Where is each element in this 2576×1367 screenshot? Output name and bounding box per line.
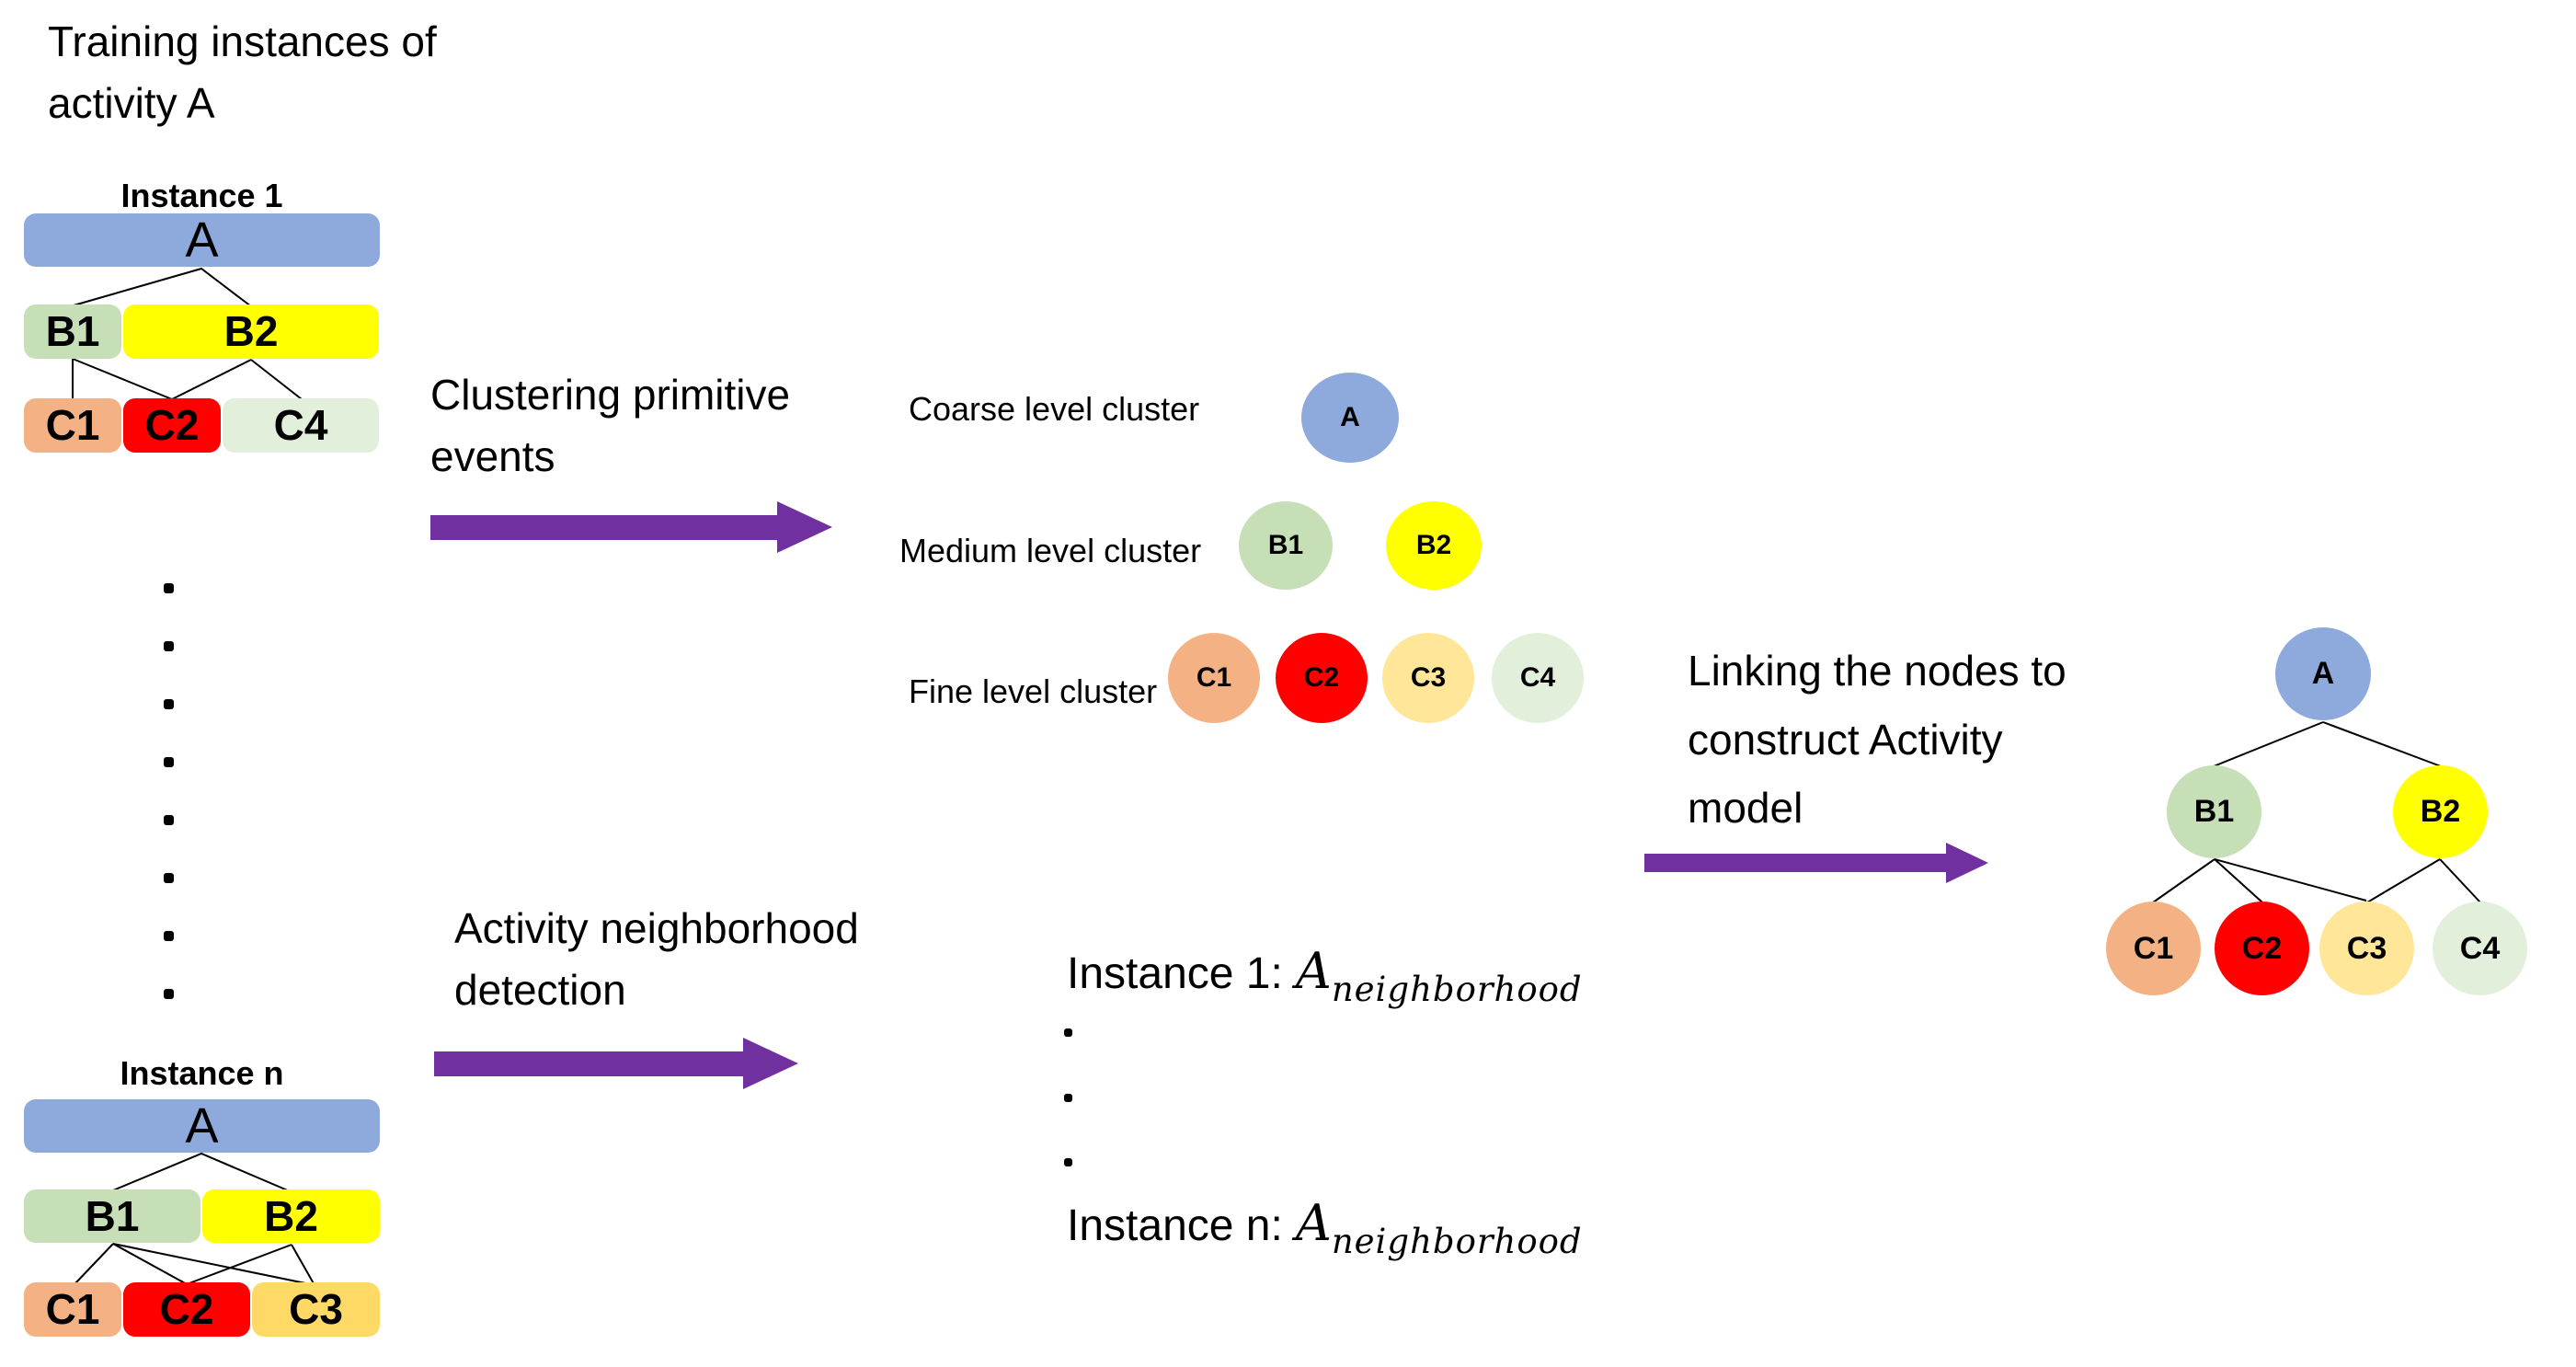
model-node-c1: C1 [2106, 902, 2201, 995]
instances-ellipsis-dots [164, 583, 175, 999]
instance-n-bar-c3: C3 [252, 1282, 380, 1337]
neighborhood-arrow-head-icon [743, 1038, 798, 1089]
instance-n-bar-c1: C1 [24, 1282, 121, 1337]
instance-n-title: Instance n [120, 1054, 284, 1092]
model-node-c3: C3 [2319, 902, 2414, 995]
linking-step-label: Linking the nodes to construct Activity … [1688, 647, 2067, 833]
instance-n-bar-b2: B2 [202, 1189, 380, 1243]
instance-n-bar-c2: C2 [123, 1282, 250, 1337]
neighborhood-math: Aneighborhood [1295, 942, 1583, 1009]
linking-arrow-head-icon [1946, 843, 1988, 883]
neighborhood-ellipsis-dots [1064, 1028, 1073, 1166]
cluster-node-a: A [1301, 373, 1399, 463]
coarse-cluster-label: Coarse level cluster [909, 390, 1200, 428]
cluster-node-c2: C2 [1276, 633, 1368, 723]
neighborhood-instance-n-line: Instance n:Aneighborhood [1067, 1194, 1583, 1261]
cluster-node-c3: C3 [1382, 633, 1474, 723]
linking-arrow [1644, 854, 1946, 872]
model-node-b1: B1 [2167, 765, 2261, 858]
clustering-step-label: Clustering primitive events [430, 371, 791, 480]
medium-cluster-label: Medium level cluster [899, 532, 1202, 569]
instance-n-bar-a: A [24, 1099, 380, 1153]
neighborhood-instance1-prefix: Instance 1: [1067, 949, 1283, 998]
cluster-node-b2: B2 [1386, 501, 1482, 590]
instance1-bar-b2: B2 [123, 304, 379, 359]
neighborhood-step-label: Activity neighborhood detection [454, 904, 859, 1014]
fine-cluster-label: Fine level cluster [909, 672, 1158, 710]
clustering-arrow-head-icon [777, 501, 832, 553]
model-node-c4: C4 [2433, 902, 2527, 995]
instance1-bar-c4: C4 [223, 398, 379, 453]
instance1-bar-a: A [24, 213, 380, 267]
instance-n-bar-b1: B1 [24, 1189, 200, 1243]
model-node-a: A [2275, 627, 2371, 720]
instance1-bar-b1: B1 [24, 304, 121, 359]
page-title: Training instances of activity A [48, 17, 437, 127]
neighborhood-math: Aneighborhood [1295, 1194, 1583, 1261]
instance1-bar-c2: C2 [123, 398, 221, 453]
neighborhood-instance1-line: Instance 1:Aneighborhood [1067, 942, 1583, 1009]
instance1-bar-c1: C1 [24, 398, 121, 453]
cluster-node-b1: B1 [1239, 501, 1333, 590]
neighborhood-instance-n-prefix: Instance n: [1067, 1201, 1283, 1250]
instance1-title: Instance 1 [120, 177, 283, 214]
clustering-arrow [430, 515, 777, 540]
cluster-node-c1: C1 [1168, 633, 1260, 723]
model-node-b2: B2 [2393, 765, 2488, 858]
cluster-node-c4: C4 [1492, 633, 1584, 723]
neighborhood-arrow [434, 1051, 743, 1076]
model-node-c2: C2 [2215, 902, 2309, 995]
